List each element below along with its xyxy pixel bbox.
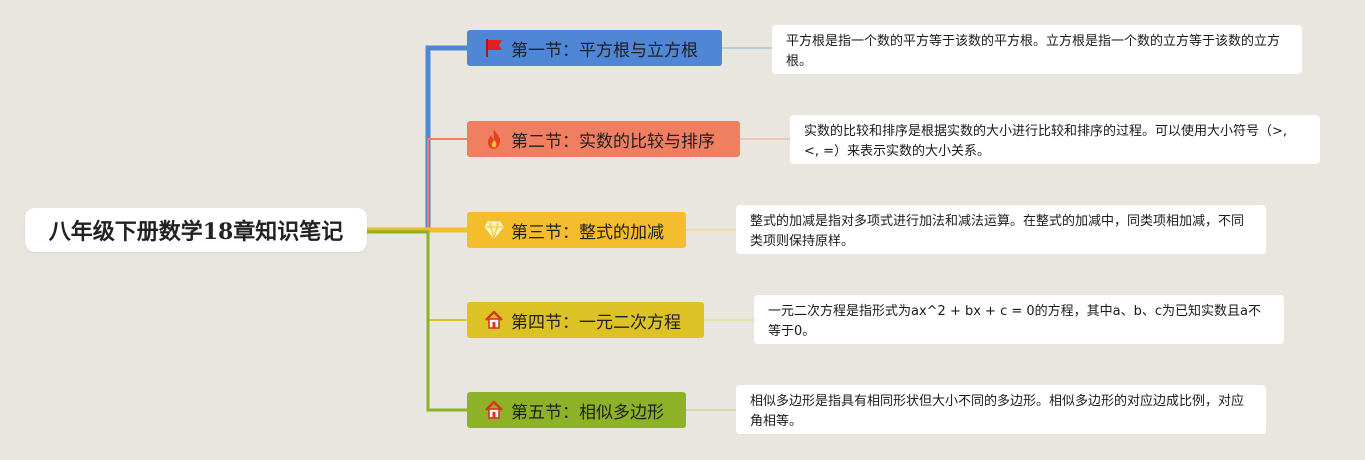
section-5-label: 第五节：相似多边形 bbox=[511, 402, 664, 423]
connector-5 bbox=[367, 230, 468, 412]
section-1-description: 平方根是指一个数的平方等于该数的平方根。立方根是指一个数的立方等于该数的立方根。 bbox=[772, 25, 1302, 74]
fire-icon bbox=[483, 128, 505, 150]
section-2-label: 第二节：实数的比较与排序 bbox=[511, 131, 715, 152]
section-4-label: 第四节：一元二次方程 bbox=[511, 312, 681, 333]
section-2-node[interactable]: 第二节：实数的比较与排序 bbox=[467, 121, 740, 157]
connector-2 bbox=[367, 138, 468, 231]
flag-icon bbox=[483, 37, 505, 59]
section-1-label: 第一节：平方根与立方根 bbox=[511, 40, 698, 61]
section-4-description: 一元二次方程是指形式为ax^2 + bx + c = 0的方程，其中a、b、c为… bbox=[754, 295, 1284, 344]
section-5-description: 相似多边形是指具有相同形状但大小不同的多边形。相似多边形的对应边成比例，对应角相… bbox=[736, 385, 1266, 434]
section-1-node[interactable]: 第一节：平方根与立方根 bbox=[467, 30, 722, 66]
house-icon bbox=[483, 399, 505, 421]
section-3-node[interactable]: 第三节：整式的加减 bbox=[467, 212, 686, 248]
section-4-node[interactable]: 第四节：一元二次方程 bbox=[467, 302, 704, 338]
house-icon bbox=[483, 309, 505, 331]
section-3-description: 整式的加减是指对多项式进行加法和减法运算。在整式的加减中，同类项相加减，不同类项… bbox=[736, 205, 1266, 254]
section-5-node[interactable]: 第五节：相似多边形 bbox=[467, 392, 686, 428]
section-2-description: 实数的比较和排序是根据实数的大小进行比较和排序的过程。可以使用大小符号（>, <… bbox=[790, 115, 1320, 164]
section-3-label: 第三节：整式的加减 bbox=[511, 222, 664, 243]
diamond-icon bbox=[483, 219, 505, 241]
root-topic[interactable]: 八年级下册数学18章知识笔记 bbox=[25, 208, 367, 252]
connector-4 bbox=[367, 229, 468, 321]
